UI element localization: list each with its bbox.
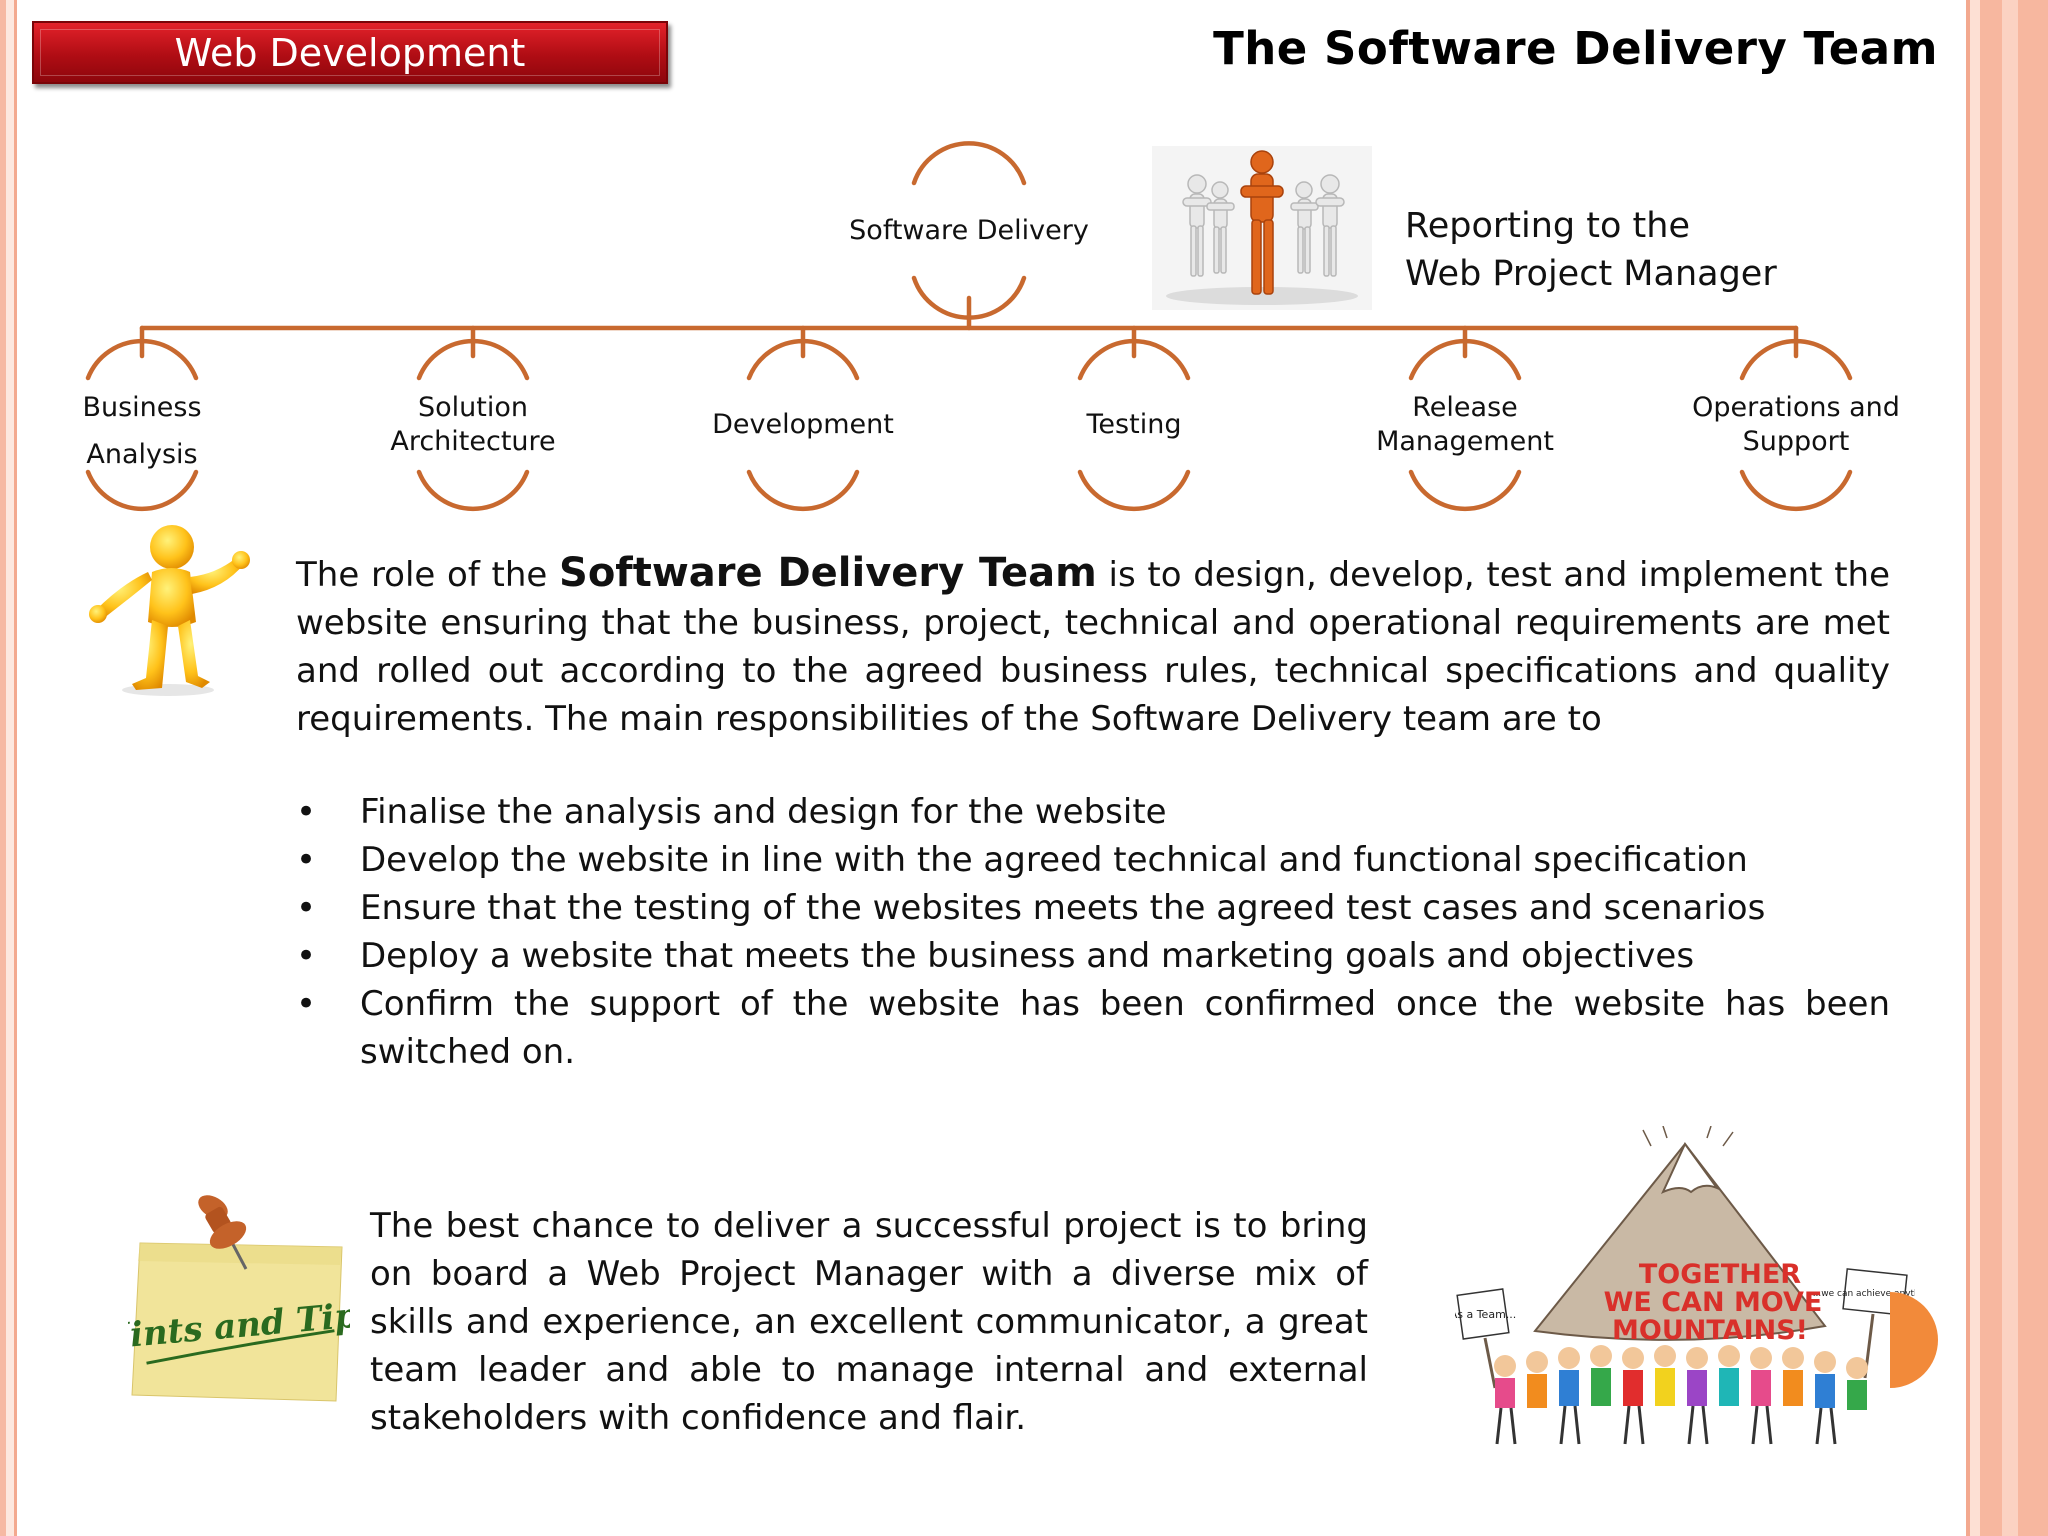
svg-text:MOUNTAINS!: MOUNTAINS!	[1612, 1315, 1808, 1346]
hints-paragraph: The best chance to deliver a successful …	[370, 1206, 1368, 1438]
bullet-icon: •	[296, 888, 317, 928]
svg-text:TOGETHER: TOGETHER	[1639, 1259, 1801, 1290]
svg-text:WE CAN MOVE: WE CAN MOVE	[1604, 1287, 1823, 1318]
intro-bold-term: Software Delivery Team	[559, 550, 1097, 596]
org-chart-lines	[85, 141, 1853, 512]
team-moves-mountain-illustration: TOGETHER WE CAN MOVE MOUNTAINS! As a Tea…	[1455, 1126, 1915, 1445]
list-item: •Finalise the analysis and design for th…	[296, 788, 1890, 836]
left-decorative-border	[0, 0, 22, 1536]
org-node-release-management: Release Management	[1376, 392, 1554, 457]
right-decorative-border	[1966, 0, 2048, 1536]
org-node-development: Development	[712, 409, 894, 440]
team-leader-illustration	[1152, 146, 1372, 310]
org-node-testing: Testing	[1086, 409, 1182, 440]
bullet-icon: •	[296, 840, 317, 880]
svg-text:As a Team...: As a Team...	[1455, 1308, 1516, 1321]
intro-paragraph: The role of the Software Delivery Team i…	[296, 550, 1890, 739]
responsibilities-list: •Finalise the analysis and design for th…	[296, 788, 1890, 1076]
list-item: •Ensure that the testing of the websites…	[296, 884, 1890, 932]
root-arc-top	[911, 141, 1027, 186]
section-banner: Web Development	[32, 21, 668, 84]
svg-text:...we can achieve anything!: ...we can achieve anything!	[1813, 1289, 1915, 1299]
presenter-figure-illustration	[89, 525, 250, 696]
org-node-business-analysis: Business Analysis	[82, 392, 202, 470]
reporting-line: Reporting to the Web Project Manager	[1405, 206, 1777, 294]
org-node-operations-support: Operations and Support	[1692, 392, 1900, 457]
bullet-icon: •	[296, 984, 317, 1024]
list-item: •Confirm the support of the website has …	[296, 980, 1890, 1076]
bullet-icon: •	[296, 792, 317, 832]
bullet-icon: •	[296, 936, 317, 976]
pushpin-icon	[198, 1195, 248, 1270]
org-node-root: Software Delivery	[849, 215, 1089, 246]
list-item: •Deploy a website that meets the busines…	[296, 932, 1890, 980]
orange-circle-decoration	[1890, 1292, 1938, 1388]
hints-and-tips-note: Hints and Tips	[128, 1195, 350, 1402]
page-title: The Software Delivery Team	[1213, 22, 1938, 75]
list-item: •Develop the website in line with the ag…	[296, 836, 1890, 884]
org-node-solution-architecture: Solution Architecture	[390, 392, 556, 457]
section-banner-label: Web Development	[174, 31, 526, 75]
